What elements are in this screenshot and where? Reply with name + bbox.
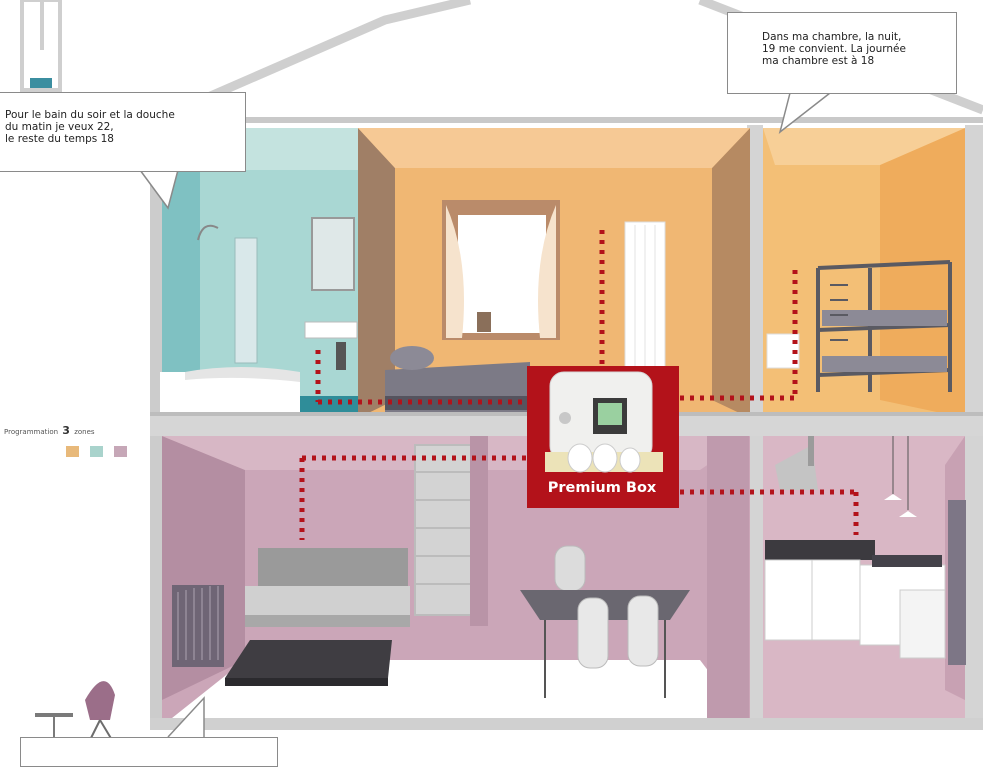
thermometer-pipe [20, 0, 62, 92]
zone-swatch-mauve [114, 446, 127, 457]
outdoor-chair [35, 681, 115, 741]
premium-box-thermostat [527, 366, 679, 508]
bedroom-bubble-line-1: Dans ma chambre, la nuit, [762, 31, 902, 43]
bedroom-bubble-line-2: 19 me convient. La journée [762, 43, 906, 55]
zone-programming-legend: Programmation 3 zones [4, 424, 95, 437]
kitchen [763, 436, 966, 726]
bedroom-bubble-line-3: ma chambre est à 18 [762, 55, 875, 67]
legend-suffix: zones [74, 428, 95, 436]
bathroom-speech-bubble: Pour le bain du soir et la douche du mat… [0, 92, 246, 172]
bathroom-bubble-line-2: du matin je veux 22, [5, 121, 114, 133]
legend-prefix: Programmation [4, 428, 59, 436]
kids-bedroom [763, 128, 965, 418]
living-room-speech-bubble [20, 737, 278, 767]
heating-zone-lines [299, 230, 859, 540]
premium-box-label: Premium Box [547, 480, 657, 496]
bedroom-speech-bubble: Dans ma chambre, la nuit, 19 me convient… [727, 12, 957, 94]
bathroom-bubble-line-3: le reste du temps 18 [5, 133, 114, 145]
legend-zone-count: 3 [62, 424, 70, 437]
master-bedroom [358, 128, 750, 418]
bathroom-bubble-line-1: Pour le bain du soir et la douche [5, 109, 175, 121]
zone-swatch-orange [66, 446, 79, 457]
bathroom [160, 128, 358, 420]
zone-swatch-teal [90, 446, 103, 457]
living-room [162, 436, 750, 726]
